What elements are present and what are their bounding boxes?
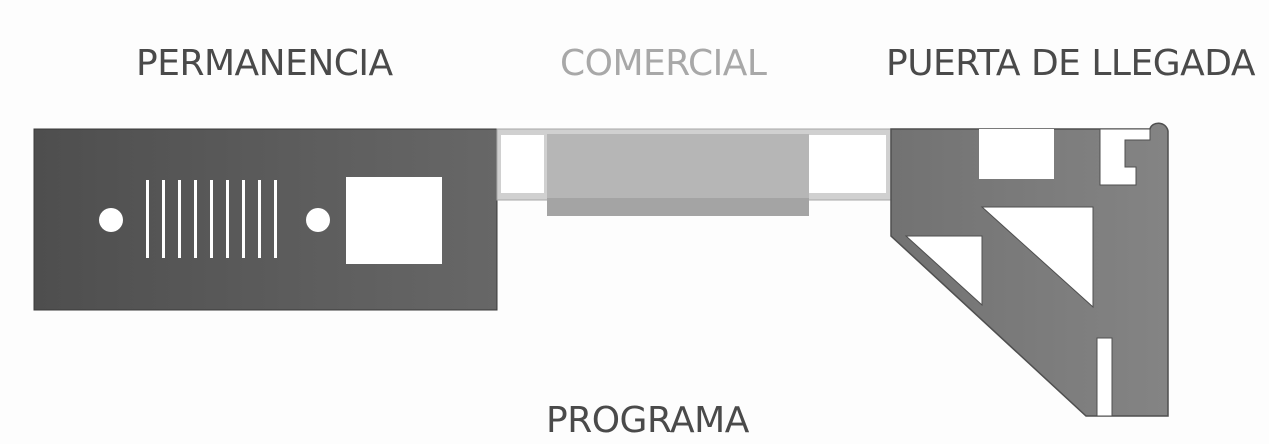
round-opening-left [99,208,123,232]
label-comercial: COMERCIAL [560,43,767,84]
round-opening-right [306,208,330,232]
vertical-slot-openings [146,180,277,258]
slot-opening [210,180,213,258]
slot-opening [226,180,229,258]
label-permanencia: PERMANENCIA [136,43,393,84]
comercial-core-shadow [547,198,809,216]
slot-opening [162,180,165,258]
puerta-triangle-void-large [980,206,1094,309]
slot-opening [178,180,181,258]
comercial-void-left [501,135,544,193]
slot-opening [194,180,197,258]
label-puerta-de-llegada: PUERTA DE LLEGADA [886,43,1255,84]
square-opening [346,177,442,264]
puerta-hook-void [1099,128,1151,186]
puerta-de-llegada-block [890,122,1169,417]
comercial-block [496,128,892,216]
puerta-bottom-slot-void [1096,337,1113,417]
permanencia-block [33,128,498,311]
comercial-void-right [809,135,886,193]
puerta-top-void [979,129,1054,179]
slot-opening [146,180,149,258]
slot-opening [274,180,277,258]
slot-opening [242,180,245,258]
puerta-triangle-void-small [904,235,983,307]
label-programa: PROGRAMA [546,400,749,441]
slot-opening [258,180,261,258]
